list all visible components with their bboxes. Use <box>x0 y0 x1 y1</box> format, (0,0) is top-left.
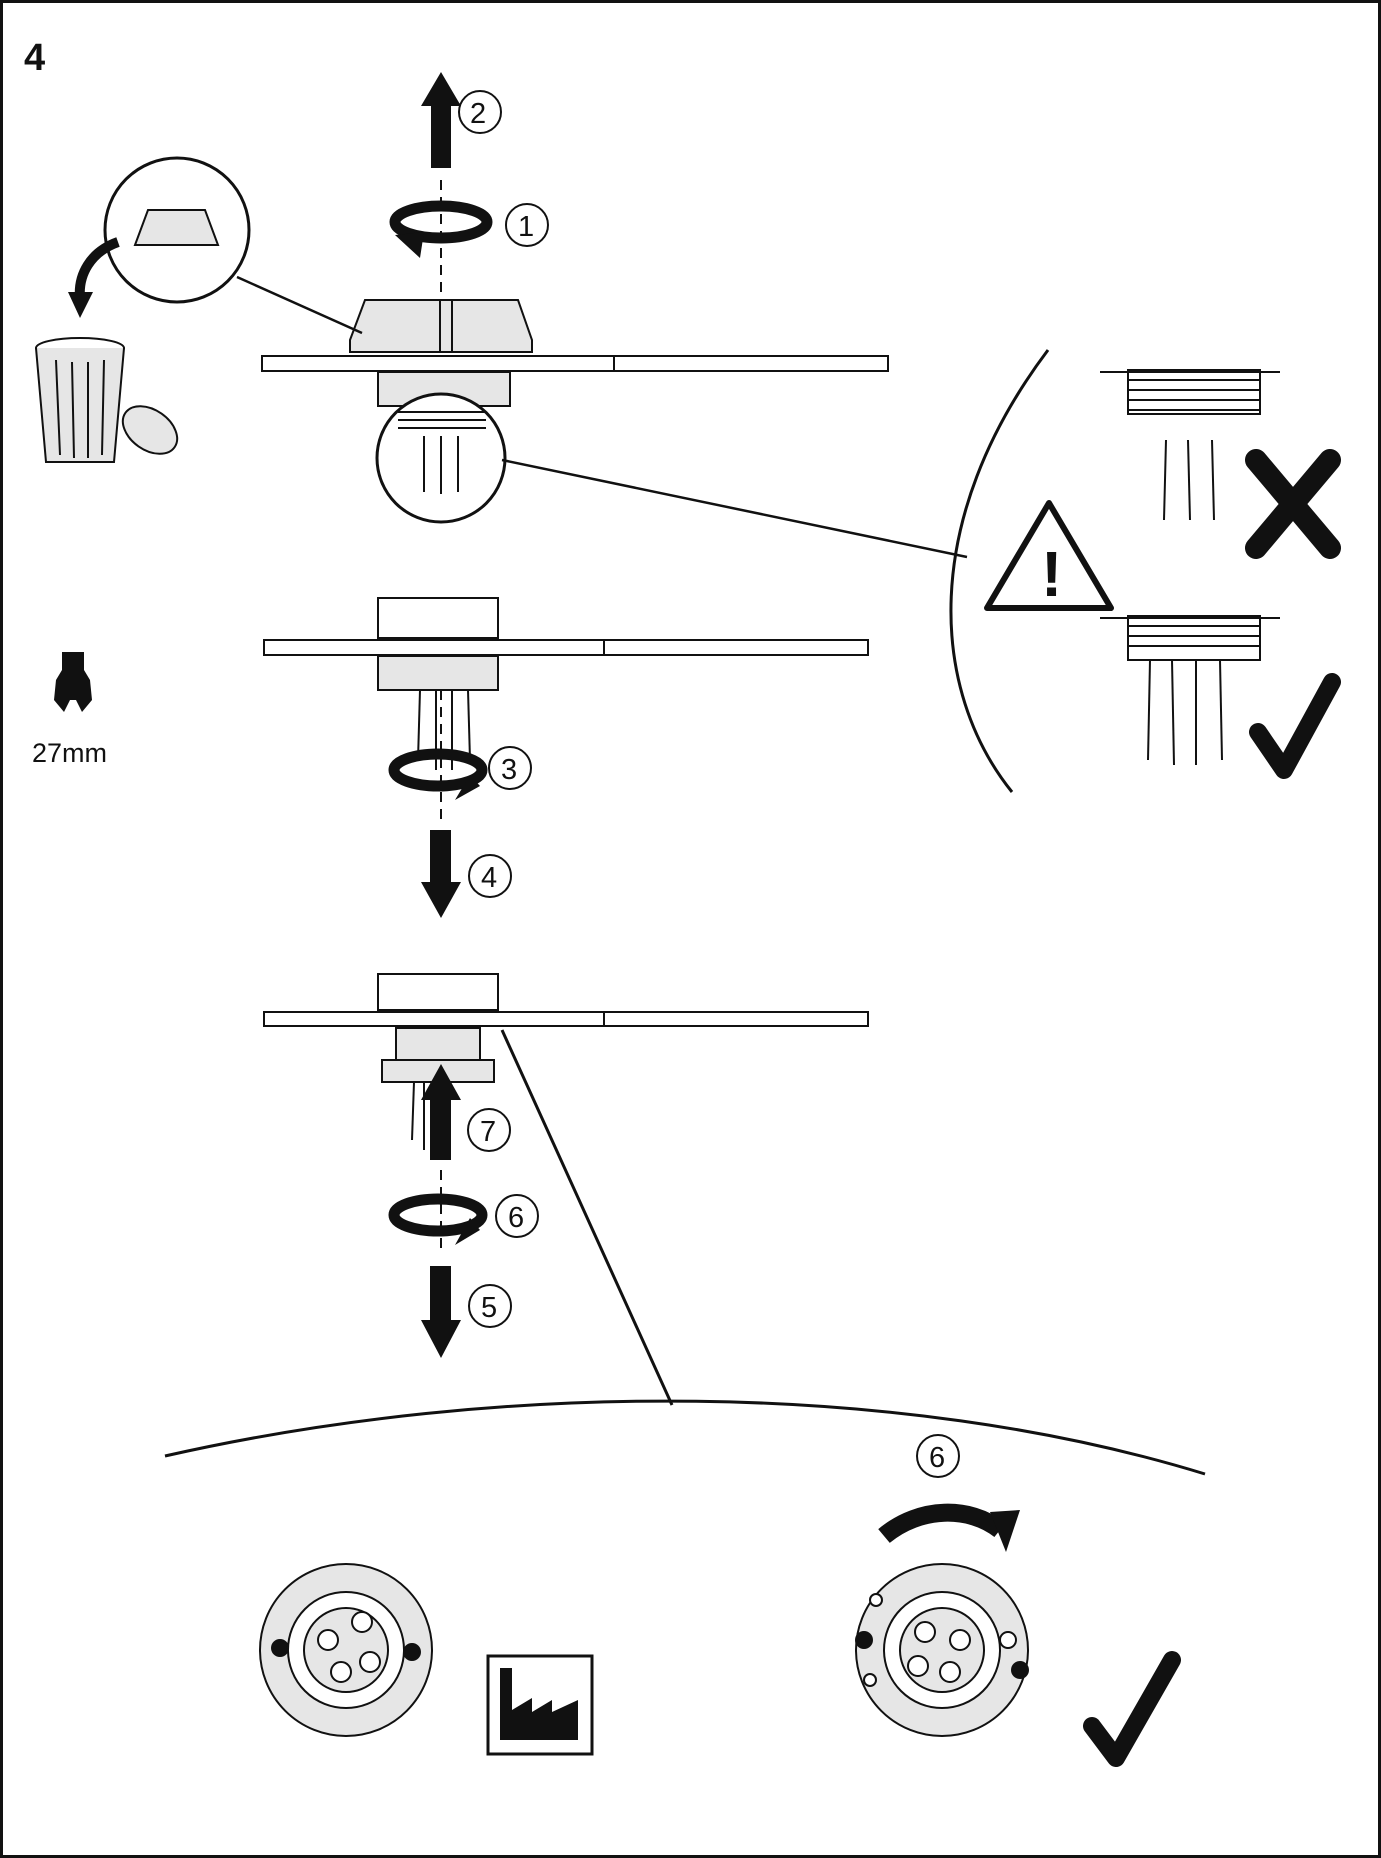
trash-can-icon <box>35 337 179 463</box>
factory-icon <box>486 1654 594 1756</box>
page-number: 4 <box>24 37 45 79</box>
rotate-icon <box>388 1193 488 1245</box>
leader-line <box>236 275 363 335</box>
step-circle <box>467 1108 511 1152</box>
step-1-label: 1 <box>518 211 534 243</box>
step-4-label: 4 <box>481 862 497 894</box>
step-circle <box>495 1194 539 1238</box>
middle-assembly: 3 4 27mm <box>32 597 869 918</box>
rotate-clockwise-arrow-icon <box>878 1503 1020 1552</box>
step-3-label: 3 <box>501 754 517 786</box>
step-6-detail-label: 6 <box>929 1442 945 1474</box>
socket-housing <box>377 597 499 639</box>
mounting-plate <box>263 1011 869 1027</box>
socket-rotated-position <box>855 1563 1029 1737</box>
cross-icon <box>1245 449 1341 559</box>
socket-housing <box>377 973 499 1011</box>
wrench-icon <box>54 652 92 712</box>
arrow-up-icon <box>421 72 461 168</box>
cap-detail <box>133 209 220 246</box>
step-6-label: 6 <box>508 1202 524 1234</box>
wrench-size-label: 27mm <box>32 738 107 768</box>
mounting-plate <box>263 639 869 656</box>
warning-callout: ! <box>949 349 1341 793</box>
thread-detail-correct <box>1100 615 1280 766</box>
callout-arc <box>949 349 1050 793</box>
nut <box>377 655 499 691</box>
step-5-label: 5 <box>481 1292 497 1324</box>
svg-text:!: ! <box>1041 538 1062 610</box>
step-circle <box>488 746 532 790</box>
checkmark-icon <box>1249 673 1341 779</box>
leader-line <box>500 1029 674 1406</box>
discard-arrow-icon <box>74 237 120 299</box>
mounting-plate <box>261 355 889 372</box>
warning-icon: ! <box>984 500 1114 611</box>
checkmark-icon <box>1083 1651 1181 1767</box>
detail-arc <box>164 1399 1206 1476</box>
rotate-icon <box>388 748 488 800</box>
step-7-label: 7 <box>480 1116 496 1148</box>
socket-detail: 6 <box>164 1399 1206 1767</box>
socket-factory-position <box>259 1563 433 1737</box>
thread <box>395 1027 481 1061</box>
thread-detail <box>398 411 486 494</box>
step-circle <box>458 90 502 134</box>
step-circle <box>916 1434 960 1478</box>
step-2-label: 2 <box>470 98 486 130</box>
arrow-up-icon <box>421 1064 461 1160</box>
step-circle <box>505 203 549 247</box>
step-circle <box>468 1284 512 1328</box>
arrow-down-icon <box>421 1266 461 1358</box>
step-circle <box>468 854 512 898</box>
top-assembly: 2 1 <box>35 72 968 559</box>
leader-line <box>501 458 968 559</box>
thread-detail-wrong <box>1100 369 1280 521</box>
arrow-down-icon <box>421 830 461 918</box>
bottom-assembly: 7 6 5 <box>263 973 869 1406</box>
